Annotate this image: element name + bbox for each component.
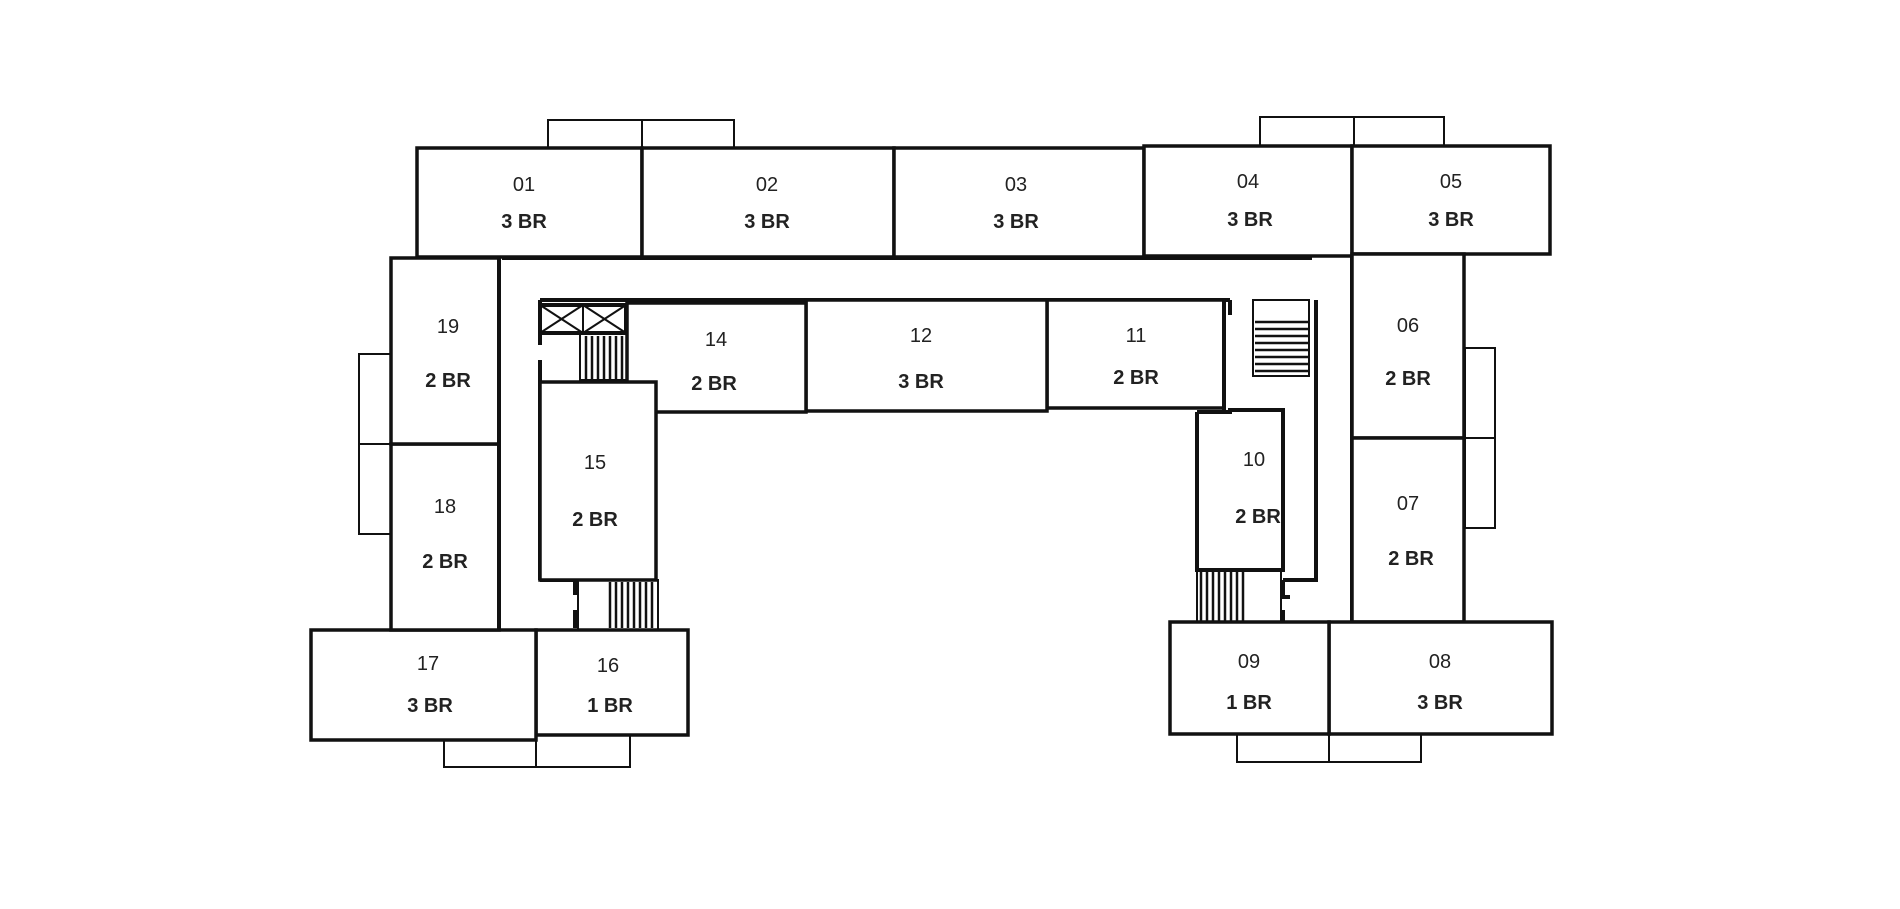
elevators — [538, 303, 628, 335]
unit-number: 12 — [910, 325, 932, 347]
unit-number: 04 — [1237, 171, 1259, 193]
unit-type: 1 BR — [587, 695, 633, 717]
stair-south-west — [577, 579, 659, 631]
unit-06: 06 2 BR — [1350, 252, 1466, 440]
balcony-07 — [1464, 437, 1496, 529]
stair-south-east — [1196, 569, 1282, 623]
unit-type: 1 BR — [1226, 692, 1272, 714]
balcony-01 — [547, 119, 643, 151]
balcony-05 — [1353, 116, 1445, 148]
unit-number: 17 — [417, 653, 439, 675]
unit-type: 2 BR — [1235, 506, 1281, 528]
unit-type: 3 BR — [1227, 209, 1273, 231]
unit-number: 09 — [1238, 651, 1260, 673]
unit-number: 19 — [437, 316, 459, 338]
balcony-02 — [641, 119, 735, 151]
unit-number: 16 — [597, 655, 619, 677]
unit-number: 18 — [434, 496, 456, 518]
unit-type: 2 BR — [1388, 548, 1434, 570]
unit-type: 3 BR — [993, 211, 1039, 233]
unit-07: 07 2 BR — [1350, 436, 1466, 624]
unit-type: 3 BR — [501, 211, 547, 233]
unit-11: 11 2 BR — [1045, 298, 1226, 410]
unit-08: 08 3 BR — [1327, 620, 1554, 736]
unit-number: 14 — [705, 329, 727, 351]
balcony-18 — [358, 443, 392, 535]
unit-number: 03 — [1005, 174, 1027, 196]
unit-type: 2 BR — [691, 373, 737, 395]
unit-type: 2 BR — [425, 370, 471, 392]
unit-type: 2 BR — [572, 509, 618, 531]
unit-type: 3 BR — [1428, 209, 1474, 231]
unit-05: 05 3 BR — [1350, 144, 1552, 256]
unit-04: 04 3 BR — [1142, 144, 1354, 258]
unit-number: 08 — [1429, 651, 1451, 673]
unit-17: 17 3 BR — [309, 628, 538, 742]
unit-number: 06 — [1397, 315, 1419, 337]
unit-type: 3 BR — [407, 695, 453, 717]
unit-03: 03 3 BR — [892, 146, 1146, 259]
unit-number: 15 — [584, 452, 606, 474]
balcony-16 — [535, 734, 631, 768]
unit-type: 2 BR — [1113, 367, 1159, 389]
unit-14: 14 2 BR — [625, 301, 808, 414]
unit-number: 11 — [1126, 325, 1147, 347]
stair-north-east — [1252, 299, 1310, 377]
unit-type: 2 BR — [422, 551, 468, 573]
balcony-04 — [1259, 116, 1355, 148]
unit-type: 3 BR — [744, 211, 790, 233]
balcony-06 — [1464, 347, 1496, 439]
unit-01: 01 3 BR — [415, 146, 644, 259]
unit-16: 16 1 BR — [534, 628, 690, 737]
unit-number: 10 — [1243, 449, 1265, 471]
unit-18: 18 2 BR — [389, 442, 501, 632]
unit-type: 3 BR — [1417, 692, 1463, 714]
unit-number: 05 — [1440, 171, 1462, 193]
unit-number: 01 — [513, 174, 535, 196]
unit-02: 02 3 BR — [640, 146, 896, 259]
balconies — [358, 116, 1496, 768]
stair-north-west — [579, 333, 628, 381]
unit-type: 2 BR — [1385, 368, 1431, 390]
unit-number: 07 — [1397, 493, 1419, 515]
balcony-19 — [358, 353, 392, 445]
unit-number: 02 — [756, 174, 778, 196]
unit-09: 09 1 BR — [1168, 620, 1331, 736]
unit-type: 3 BR — [898, 371, 944, 393]
unit-19: 19 2 BR — [389, 256, 501, 446]
unit-15: 15 2 BR — [538, 380, 658, 582]
unit-12: 12 3 BR — [804, 298, 1049, 413]
unit-10: 10 2 BR — [1235, 449, 1281, 528]
unit-10-outline — [1195, 408, 1285, 572]
